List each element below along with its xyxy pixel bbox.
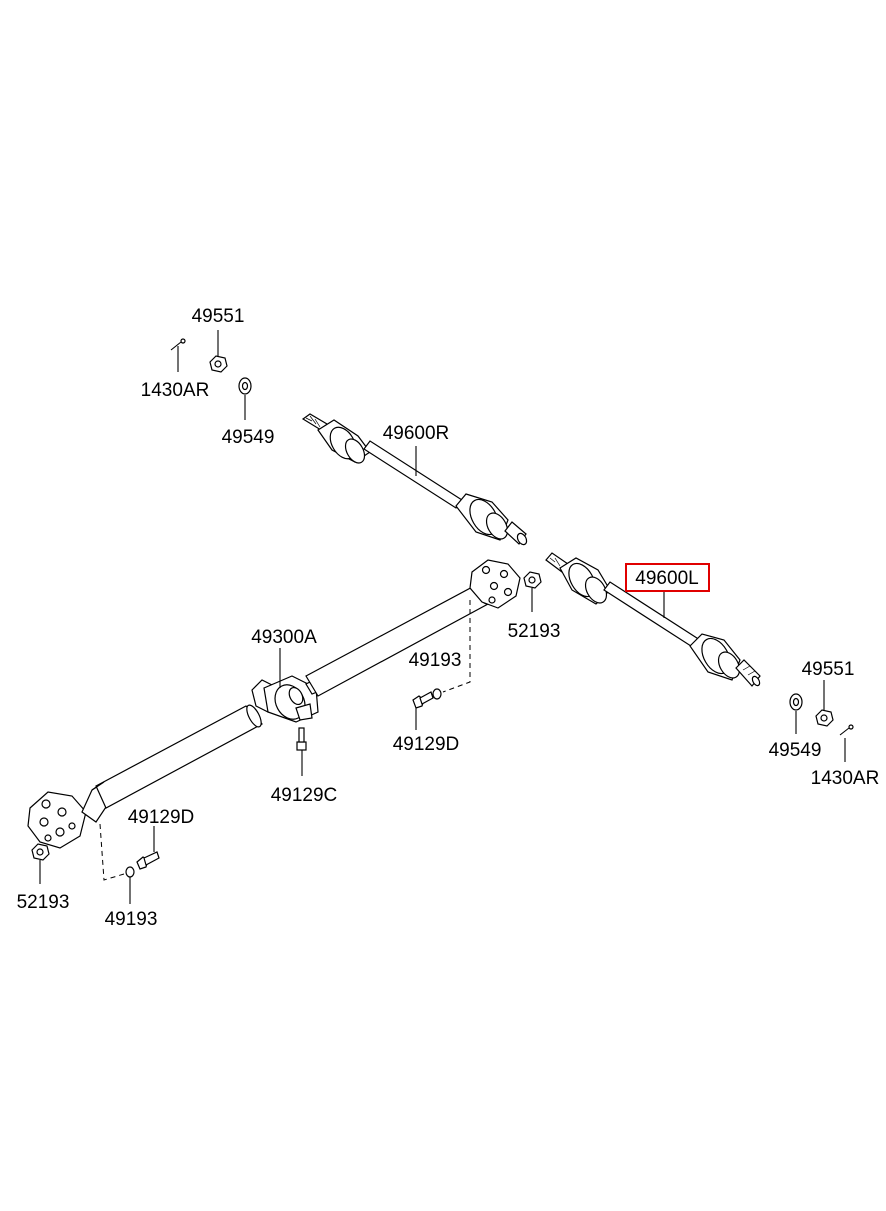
drive-shaft-49600R[interactable] (301, 413, 528, 546)
nut-49551-right[interactable] (815, 709, 834, 727)
flex-coupling-front (27, 791, 87, 849)
flex-coupling-rear (469, 559, 521, 609)
nut-52193-low[interactable] (31, 843, 50, 861)
center-bearing (251, 675, 323, 723)
washer-49193-mid[interactable] (432, 688, 442, 700)
label-1430AR-right[interactable]: 1430AR (811, 768, 880, 789)
label-49549-right[interactable]: 49549 (769, 740, 822, 761)
highlight-box-49600L (625, 563, 710, 592)
nut-52193-mid[interactable] (523, 571, 542, 589)
part-labels: 49551 1430AR 49549 49600R 49600L 52193 4… (17, 306, 880, 930)
label-49551-right[interactable]: 49551 (802, 659, 855, 680)
bolt-49129C[interactable] (296, 727, 307, 751)
label-49129D-low[interactable]: 49129D (128, 807, 195, 828)
label-52193-mid[interactable]: 52193 (508, 621, 561, 642)
propeller-shaft-49300A[interactable] (27, 559, 521, 849)
leader-lines (39, 330, 846, 904)
label-52193-low[interactable]: 52193 (17, 892, 70, 913)
cotter-pin-1430AR-top[interactable] (170, 338, 186, 351)
bolt-49129D-low[interactable] (136, 851, 160, 870)
drive-shaft-49600L[interactable] (545, 552, 761, 687)
bolt-49129D-mid[interactable] (412, 691, 434, 709)
washer-49549-top[interactable] (238, 377, 252, 395)
label-49551-top[interactable]: 49551 (192, 306, 245, 327)
label-1430AR-top[interactable]: 1430AR (141, 380, 210, 401)
label-49193-mid[interactable]: 49193 (409, 650, 462, 671)
washer-49549-right[interactable] (789, 693, 803, 711)
label-49300A[interactable]: 49300A (251, 627, 317, 648)
label-49600L[interactable]: 49600L (635, 568, 698, 589)
label-49129C[interactable]: 49129C (271, 785, 338, 806)
cotter-pin-1430AR-right[interactable] (839, 724, 854, 736)
label-49193-low[interactable]: 49193 (105, 909, 158, 930)
label-49600R[interactable]: 49600R (383, 423, 450, 444)
nut-49551-top[interactable] (209, 355, 228, 373)
label-49129D-mid[interactable]: 49129D (393, 734, 460, 755)
label-49549-top[interactable]: 49549 (222, 427, 275, 448)
washer-49193-low[interactable] (125, 866, 135, 878)
